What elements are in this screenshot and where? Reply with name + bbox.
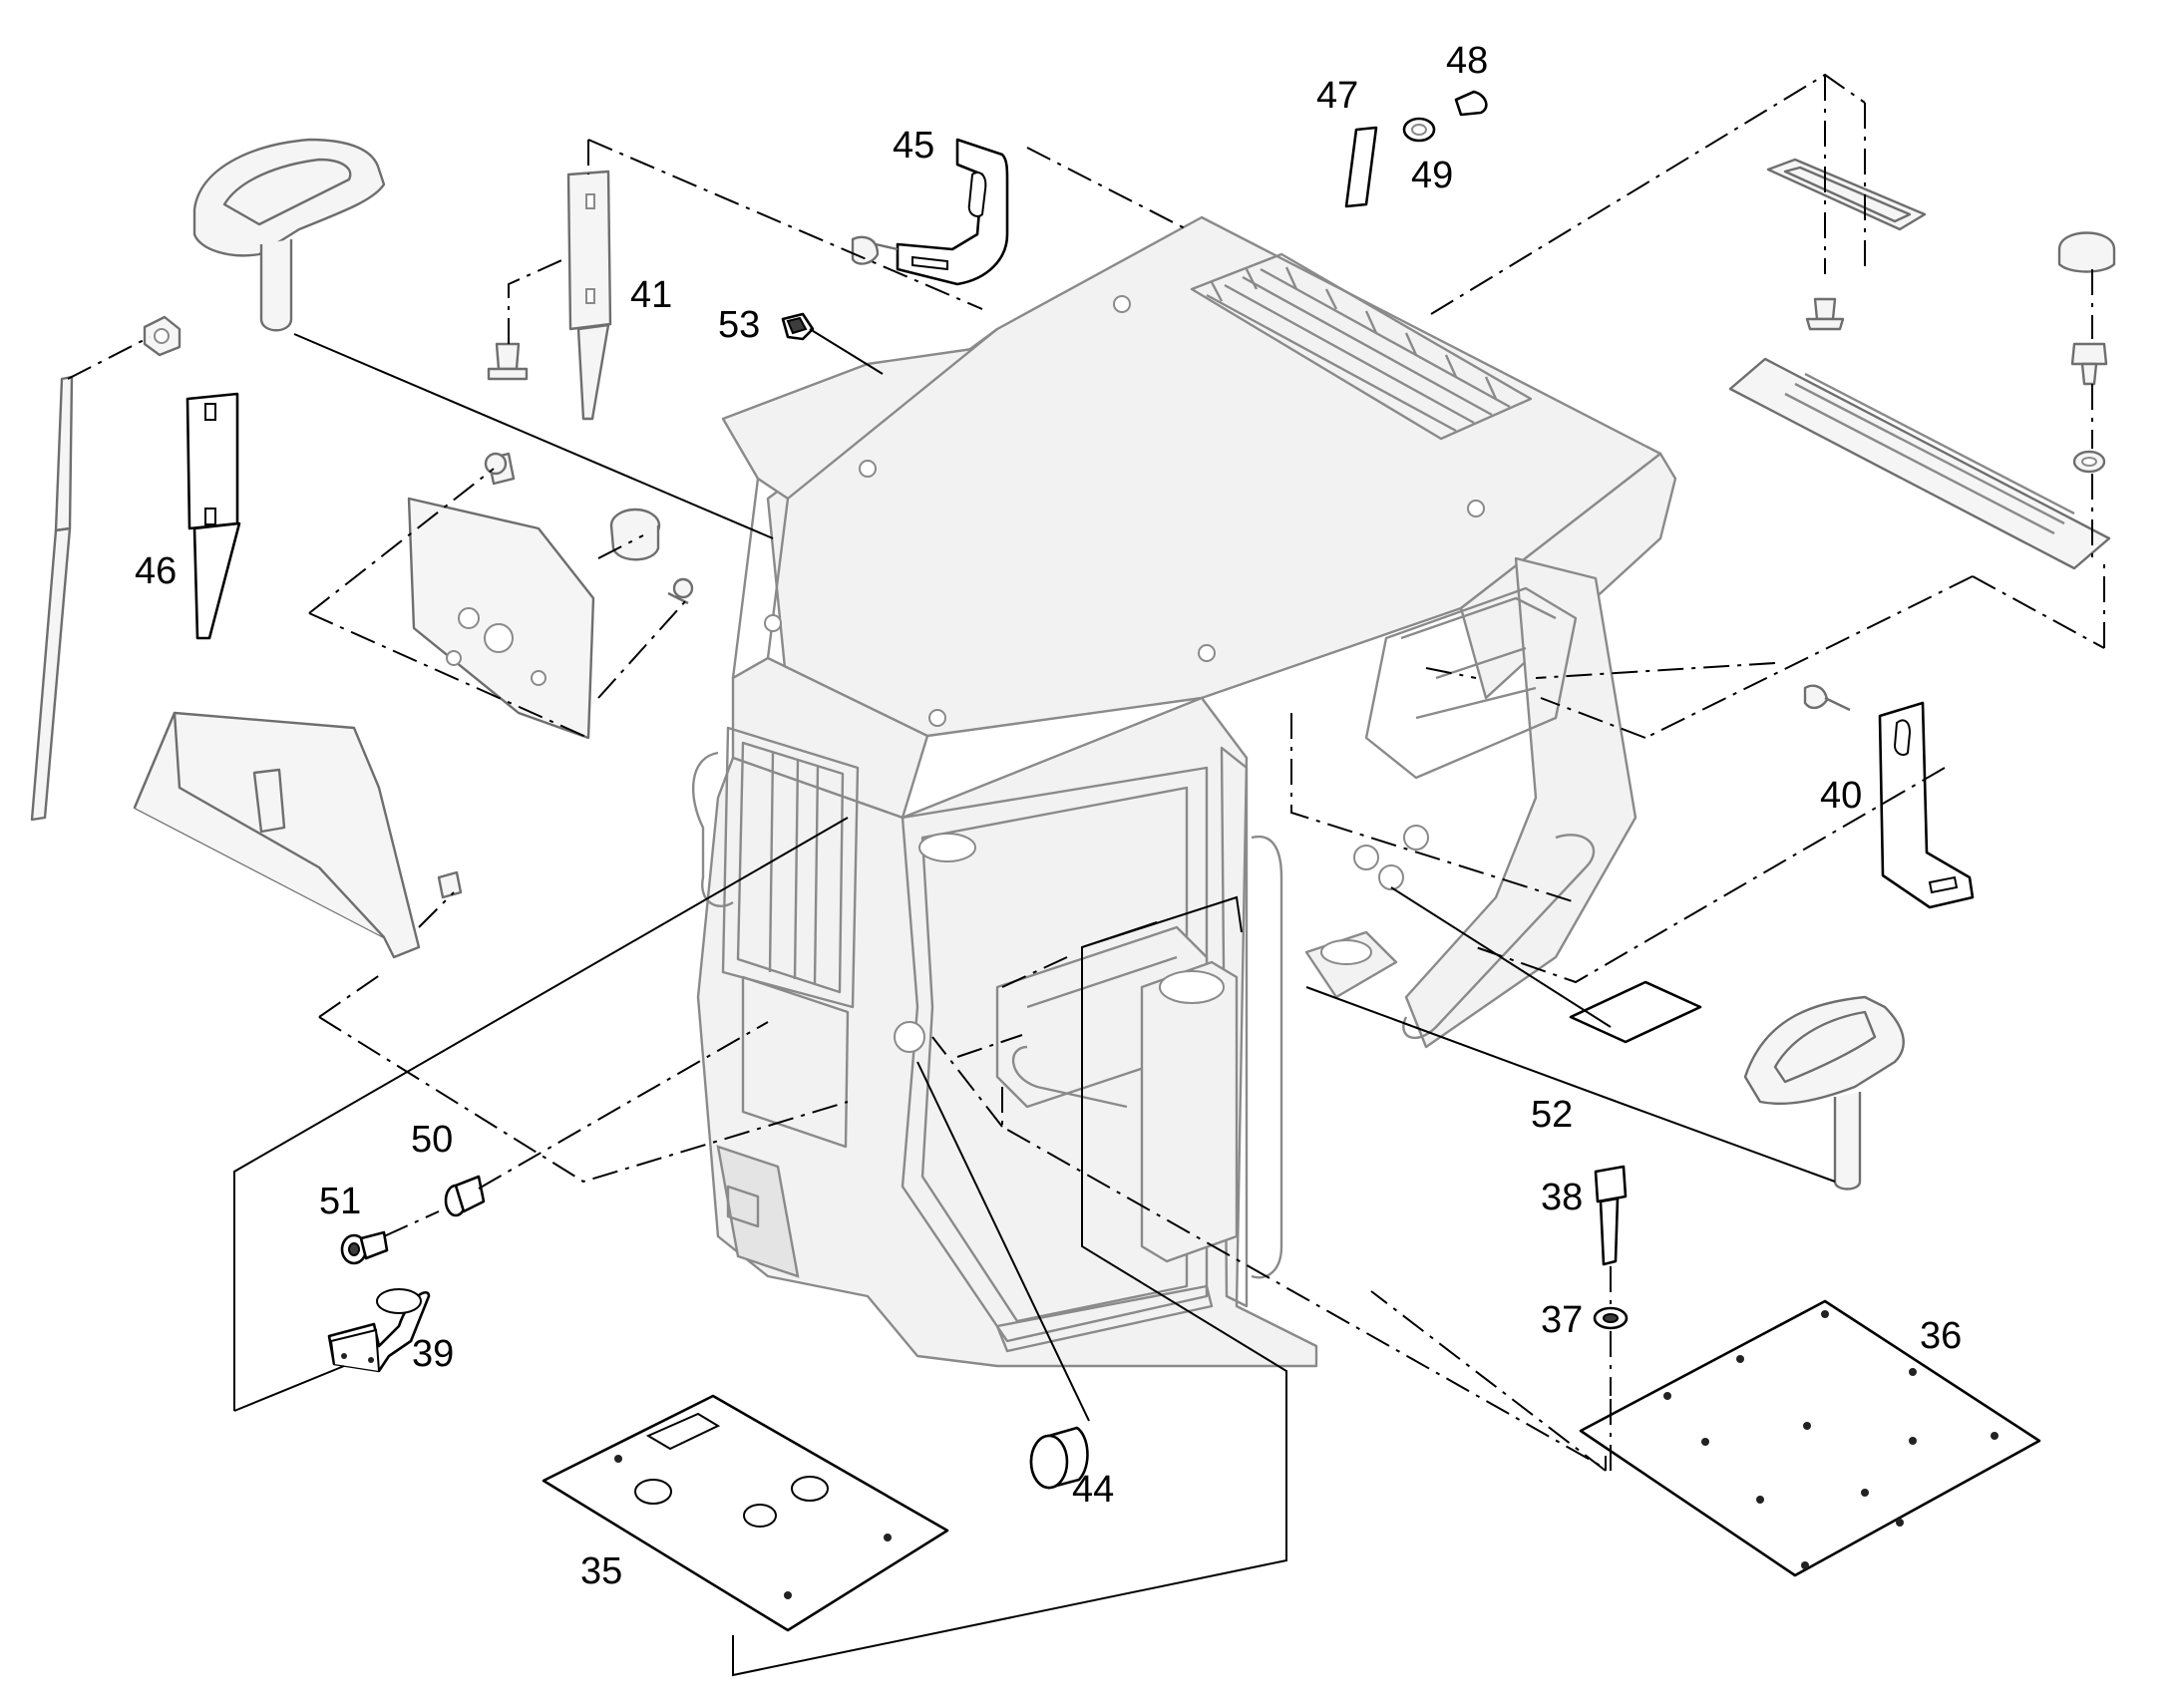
floor-plate-36	[1579, 1299, 2041, 1577]
grommet-50	[444, 1175, 486, 1217]
vent-grille-right	[1728, 158, 2111, 570]
callout-40: 40	[1820, 775, 1862, 817]
center-lines	[67, 73, 2105, 1472]
hardware-47-48-49	[1344, 90, 1488, 208]
plug-44	[1029, 1426, 1089, 1490]
callout-44: 44	[1072, 1469, 1114, 1511]
gas-strut	[30, 315, 182, 822]
callout-52: 52	[1531, 1094, 1573, 1136]
callout-45: 45	[893, 125, 934, 167]
bolt-38-washer-37	[1593, 1165, 1629, 1330]
bracket-39	[327, 1288, 431, 1373]
storage-box	[133, 711, 463, 959]
callout-53: 53	[718, 304, 760, 346]
bracket-40	[1803, 684, 1975, 909]
screw-51	[340, 1230, 389, 1265]
callout-39: 39	[412, 1333, 454, 1375]
bracket-46	[185, 392, 241, 640]
bracket-41	[487, 170, 612, 421]
front-window-frame	[721, 726, 860, 1149]
clip-53	[781, 312, 815, 341]
interior-components	[894, 825, 1429, 1263]
callout-47: 47	[1316, 75, 1358, 117]
callout-46: 46	[135, 550, 177, 592]
mounting-plate-left	[407, 452, 694, 740]
armrest-right	[1743, 995, 1905, 1191]
cab-frame	[692, 215, 1677, 1368]
callout-41: 41	[630, 274, 672, 316]
decal-52	[1569, 980, 1702, 1044]
callout-48: 48	[1446, 40, 1488, 82]
callout-50: 50	[411, 1119, 453, 1161]
floor-plate-35	[542, 1394, 949, 1632]
callout-37: 37	[1541, 1299, 1583, 1341]
callout-36: 36	[1920, 1315, 1962, 1357]
roof-vent-grid	[1190, 252, 1533, 441]
cap-bolt-right	[2057, 231, 2116, 474]
callout-labels: 35 36 37 38 39 40 41 44 45 46 47 48 49 5…	[135, 40, 1962, 1592]
callout-51: 51	[319, 1181, 361, 1222]
bracket-45	[851, 138, 1009, 286]
leader-lines	[233, 328, 1836, 1677]
armrest-left	[192, 138, 386, 332]
callout-38: 38	[1541, 1177, 1583, 1218]
callout-49: 49	[1411, 155, 1453, 196]
callout-35: 35	[580, 1550, 622, 1592]
